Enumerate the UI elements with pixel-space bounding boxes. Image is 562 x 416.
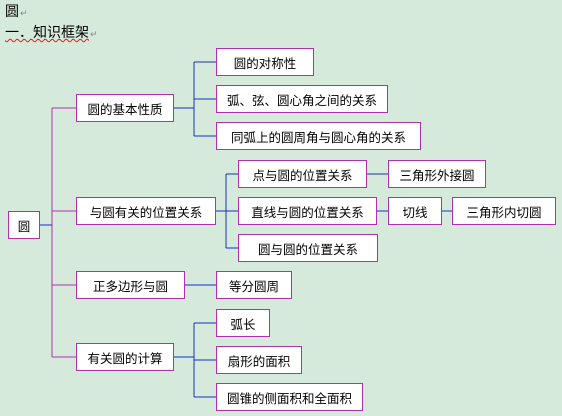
node-equal-division: 等分圆周 (216, 271, 292, 299)
doc-title: 圆↵ (5, 1, 28, 21)
node-tangent: 切线 (388, 197, 442, 225)
node-regular-polygon: 正多边形与圆 (76, 271, 185, 299)
section-heading: 一．知识框架↵ (5, 22, 98, 42)
section-heading-text: 一．知识框架 (5, 25, 89, 41)
node-arc-length: 弧长 (216, 309, 270, 337)
doc-title-text: 圆 (5, 4, 19, 20)
node-point-circle: 点与圆的位置关系 (238, 160, 367, 188)
node-position-relations: 与圆有关的位置关系 (76, 197, 216, 225)
node-basic-properties: 圆的基本性质 (76, 94, 174, 122)
node-inscribed-central-angle: 同弧上的圆周角与圆心角的关系 (216, 122, 421, 150)
node-incircle: 三角形内切圆 (452, 197, 556, 225)
node-symmetry: 圆的对称性 (216, 48, 314, 76)
node-cone-area: 圆锥的侧面积和全面积 (216, 383, 363, 411)
node-circle-circle: 圆与圆的位置关系 (238, 234, 378, 262)
node-calculations: 有关圆的计算 (76, 343, 174, 371)
root-node: 圆 (8, 211, 40, 239)
paragraph-mark-icon: ↵ (90, 30, 98, 40)
node-circumcircle: 三角形外接圆 (388, 160, 486, 188)
paragraph-mark-icon: ↵ (20, 9, 28, 19)
node-arc-chord-angle: 弧、弦、圆心角之间的关系 (216, 85, 388, 113)
main-trunk (40, 107, 76, 358)
branch-lines (40, 61, 452, 398)
node-sector-area: 扇形的面积 (216, 346, 302, 374)
node-line-circle: 直线与圆的位置关系 (238, 197, 377, 225)
